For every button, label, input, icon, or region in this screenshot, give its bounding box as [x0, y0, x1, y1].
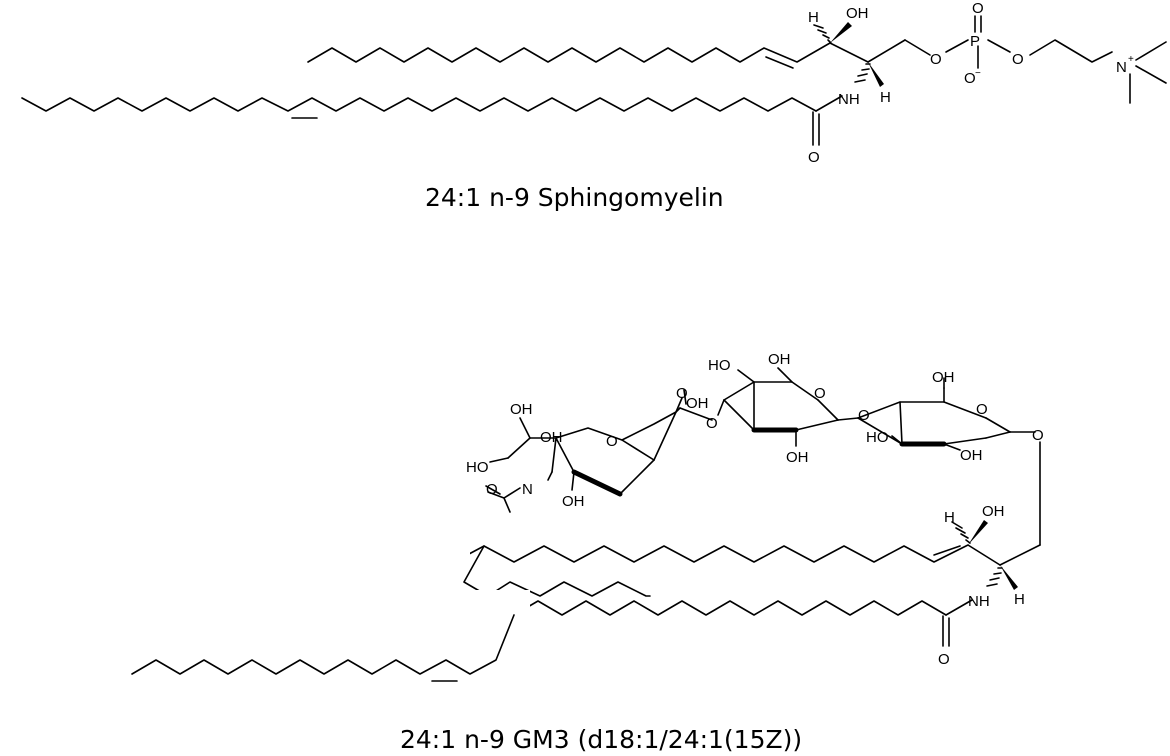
gm3-label-o-acetyl: O: [486, 481, 498, 498]
gm3-label-oh-sia-bottom: OH: [562, 493, 585, 510]
sm-trans-double-bond: [765, 56, 794, 69]
sm-plus-charge: +: [1128, 54, 1134, 65]
gm3-label-ho-gal-top: HO: [708, 357, 731, 374]
gm3-label-h-top: H: [944, 509, 955, 526]
sm-label-o-ester: O: [930, 51, 942, 68]
sm-label-o-choline: O: [1012, 51, 1024, 68]
gm3-label-ho-sia: HO: [466, 459, 489, 476]
gm3-label-o-gal-ring: O: [814, 385, 826, 402]
sm-label-o-double: O: [972, 0, 984, 17]
sm-hashed-wedge-h: [813, 24, 832, 44]
gm3-nervonoyl-tail: [131, 614, 515, 675]
caption-sphingomyelin: 24:1 n-9 Sphingomyelin: [425, 183, 724, 212]
caption-gm3: 24:1 n-9 GM3 (d18:1/24:1(15Z)): [400, 725, 802, 754]
sphingomyelin-structure: H OH O P O O − O N + NH H O: [21, 0, 1167, 166]
gm3-nh-c-bond: [945, 599, 973, 616]
sm-n-methyl-2: [1135, 65, 1167, 84]
gm3-label-oh-sia-mid: OH: [540, 429, 563, 446]
gm3-label-n-acetyl: N: [522, 481, 533, 498]
sm-label-h-bottom: H: [880, 89, 891, 106]
gm3-label-o-amide: O: [938, 651, 950, 668]
gm3-label-oh-gal-bottom: OH: [786, 449, 809, 466]
sm-label-o-minus: O: [964, 70, 976, 87]
sm-n-methyl-1: [1135, 41, 1167, 61]
gm3-galactose-ring: [717, 367, 859, 447]
sm-c2-c3-bond: [829, 42, 869, 63]
gm3-label-oh-cooh: OH: [686, 395, 709, 412]
gm3-label-o-glc-ring: O: [976, 401, 988, 418]
gm3-label-o-glc-link: O: [1032, 427, 1044, 444]
gm3-structure: HO OH O OH O OH O HO OH O OH O O O OH OH…: [0, 351, 1044, 682]
gm3-label-ho-glc: HO: [866, 429, 889, 446]
sm-nervonoyl-chain: [21, 97, 817, 112]
gm3-label-o-cooh: O: [676, 385, 688, 402]
gm3-label-o-gal-glc: O: [858, 407, 870, 424]
gm3-trans-double-bond: [933, 545, 961, 556]
gm3-label-oh-ceramide: OH: [982, 503, 1005, 520]
sm-label-nh: NH: [838, 91, 860, 108]
gm3-label-oh-gal-6: OH: [768, 351, 791, 368]
gm3-hashed-wedge-nh: [986, 567, 1003, 587]
sm-label-o-amide: O: [808, 149, 820, 166]
sm-bold-wedge-oh: [830, 22, 852, 43]
sm-label-p: P: [970, 33, 980, 50]
gm3-glucose-ring: [857, 377, 1036, 451]
sm-ch2-o-bond: [904, 39, 931, 56]
gm3-label-oh-sia-top: OH: [510, 401, 533, 418]
gm3-label-h-bottom: H: [1014, 591, 1025, 608]
gm3-label-o-sia-link: O: [706, 415, 718, 432]
gm3-bold-wedge-h: [1000, 565, 1018, 590]
sm-o-p-bond: [945, 39, 969, 53]
sm-nh-c-bond: [815, 95, 843, 112]
gm3-label-oh-glc-6: OH: [932, 369, 955, 386]
sm-label-h-top: H: [808, 9, 819, 26]
sm-label-oh: OH: [846, 5, 869, 22]
sm-choline-chain: [1029, 39, 1113, 63]
gm3-bold-wedge-oh: [968, 520, 988, 545]
sm-minus-charge: −: [975, 68, 981, 79]
gm3-ch2-c2-bond: [999, 544, 1041, 566]
gm3-label-o-sia-ring: O: [606, 433, 618, 450]
sm-c2-ch2-bond: [867, 39, 906, 63]
sm-sphingosine-chain: [307, 42, 831, 63]
sm-hashed-wedge-nh: [854, 63, 871, 83]
sm-bold-wedge-h: [868, 62, 884, 87]
gm3-label-nh: NH: [968, 593, 990, 610]
gm3-sphingosine-chain-tail: [463, 545, 651, 597]
gm3-label-oh-glc-bottom: OH: [960, 447, 983, 464]
sm-p-o-bond: [987, 39, 1011, 53]
gm3-hashed-wedge-h: [951, 521, 971, 544]
sm-label-n-plus: N: [1116, 59, 1127, 76]
gm3-sialic-ring: [485, 389, 713, 513]
